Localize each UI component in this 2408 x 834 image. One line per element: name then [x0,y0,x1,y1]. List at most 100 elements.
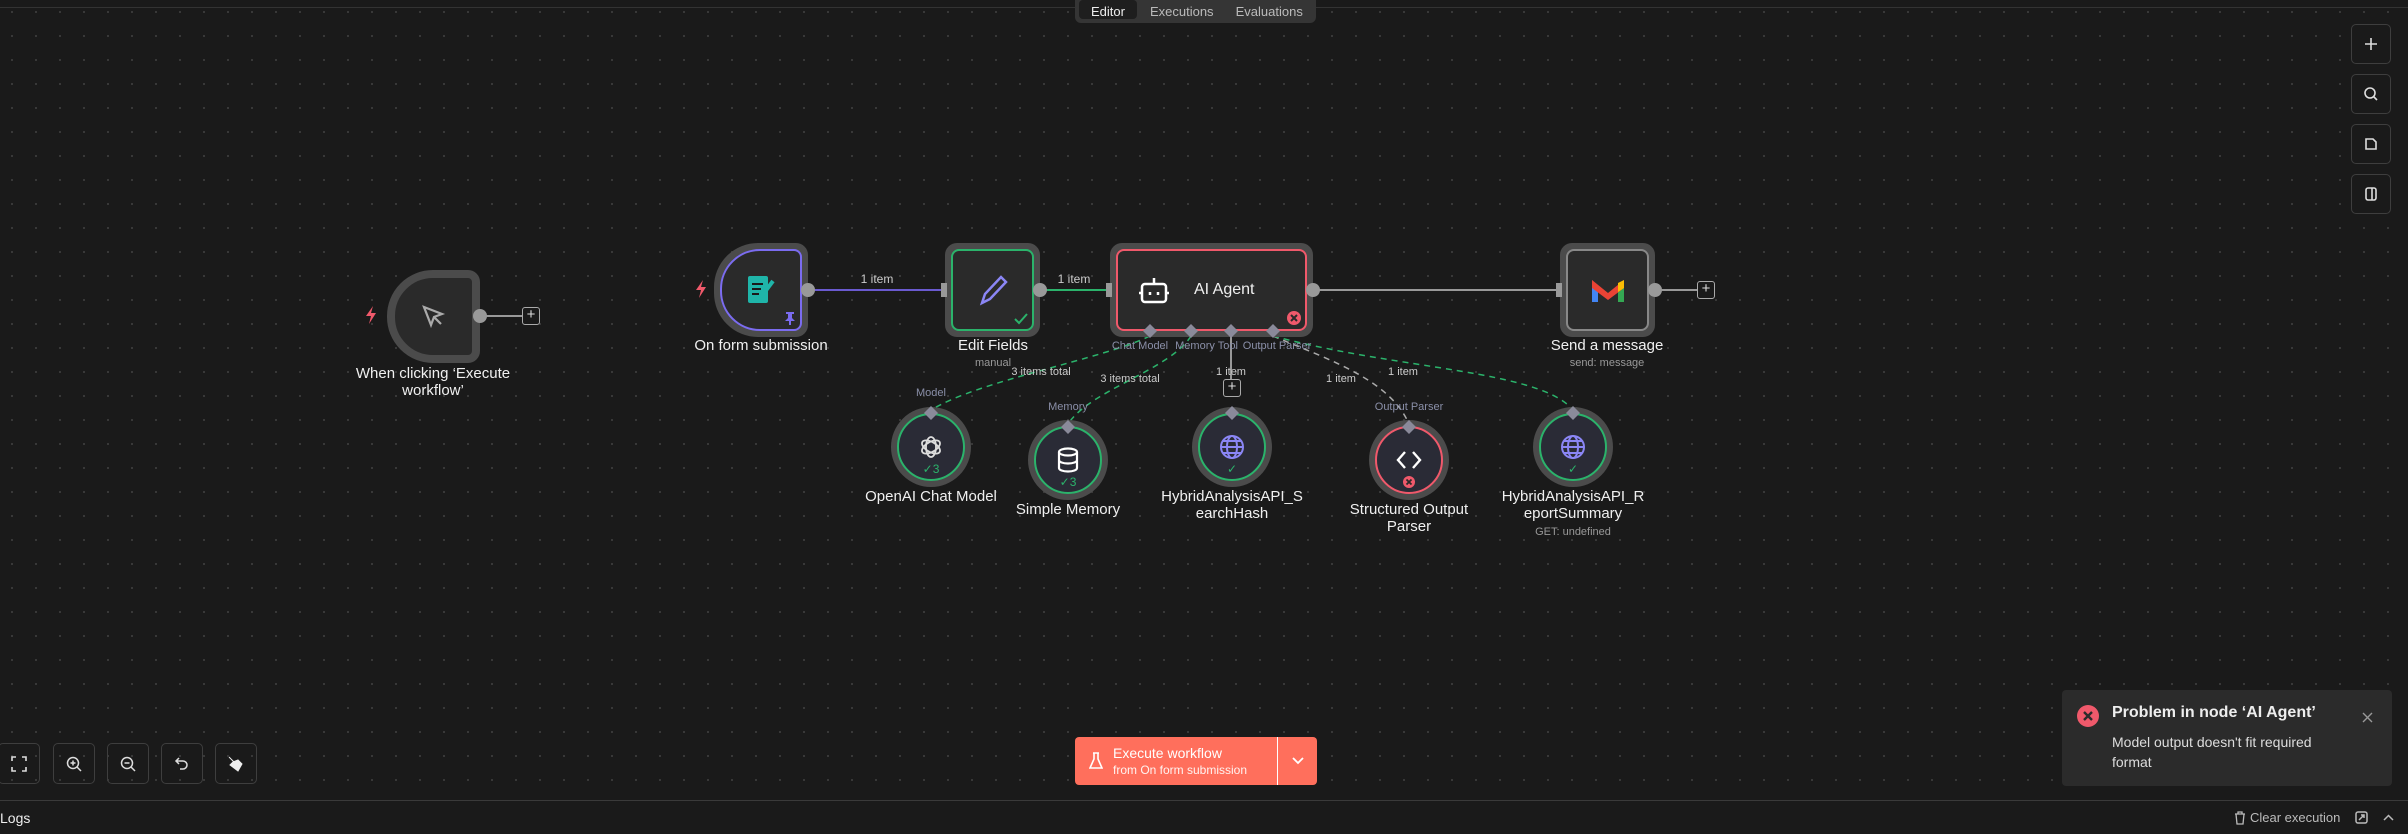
close-icon[interactable] [2362,712,2373,723]
node-label: Structured Output [1349,501,1469,518]
tidy-up-button[interactable] [215,743,257,784]
view-tabs: Editor Executions Evaluations [1075,0,1316,23]
execute-title: Execute workflow [1113,745,1222,761]
undo-icon [174,756,188,770]
lightning-icon [366,306,376,324]
node-label: earchHash [1195,505,1269,522]
fit-view-button[interactable] [0,743,40,784]
node-label: workflow’ [402,382,464,399]
edge-label: 3 items total [1100,373,1160,385]
toggle-panel-button[interactable] [2351,174,2391,214]
zoom-out-icon [120,756,136,772]
logs-label: Logs [0,810,31,826]
broom-icon [228,756,243,772]
edge-label: 1 item [860,272,894,286]
edge-memory [1067,335,1192,425]
connections [480,289,1697,425]
node-manual-trigger[interactable] [387,270,480,363]
node-label: When clicking ‘Execute [355,365,511,382]
node-openai-chat-model[interactable]: ✓3 [891,407,971,487]
fit-view-icon [11,755,27,772]
check-icon: ✓ [1226,462,1238,476]
node-subtitle: manual [974,357,1012,369]
handle-label: Memory [1048,401,1088,413]
node-label: Simple Memory [1015,501,1121,518]
toast-title: Problem in node ‘AI Agent’ [2112,704,2316,721]
node-simple-memory[interactable]: ✓3 [1028,420,1108,500]
tab-executions[interactable]: Executions [1149,3,1214,19]
workflow-canvas[interactable] [0,0,2408,800]
panel-icon [2365,187,2377,201]
zoom-out-button[interactable] [107,743,149,784]
port-label-tool: Tool [1217,340,1238,352]
execute-workflow-button[interactable]: Execute workflow from On form submission [1075,737,1317,785]
port-label-chat-model: Chat Model [1111,340,1169,352]
error-icon [1403,476,1415,488]
node-label: HybridAnalysisAPI_S [1161,488,1303,505]
trash-icon [2235,810,2245,825]
add-after-trigger-button[interactable]: + [522,307,540,325]
node-label: HybridAnalysisAPI_R [1501,488,1645,505]
flask-icon [1089,752,1103,769]
pencil-icon [979,275,1008,306]
tab-evaluations[interactable]: Evaluations [1235,3,1303,19]
edge-label: 1 item [1326,373,1356,385]
edge-label: 3 items total [1011,366,1071,378]
error-toast: Problem in node ‘AI Agent’ Model output … [2062,690,2392,786]
node-form-submission[interactable] [714,243,808,337]
execute-options-button[interactable] [1277,737,1317,785]
undo-button[interactable] [161,743,203,784]
error-icon [2077,705,2099,727]
pop-out-icon[interactable] [2355,811,2368,824]
edge-parser [1272,335,1410,425]
add-tool-button[interactable]: + [1223,379,1241,397]
search-button[interactable] [2351,74,2391,114]
error-icon [1287,311,1301,325]
port-label-memory: Memory [1175,340,1215,352]
add-after-gmail-button[interactable]: + [1697,281,1715,299]
run-count: ✓3 [1059,475,1077,489]
node-label: eportSummary [1523,505,1623,522]
cursor-icon [421,304,445,328]
add-node-button[interactable] [2351,24,2391,64]
node-title: AI Agent [1194,281,1255,298]
edge-label: 1 item [1388,366,1418,378]
edge-report [1272,335,1574,411]
pin-icon [785,312,795,325]
execute-subtitle: from On form submission [1113,763,1248,777]
edge-label: 1 item [1057,272,1091,286]
zoom-in-button[interactable] [53,743,95,784]
node-structured-output-parser[interactable] [1369,420,1449,500]
check-icon: ✓ [1567,462,1579,476]
node-hybrid-report-summary[interactable]: ✓ [1533,407,1613,487]
zoom-in-icon [66,756,82,772]
clear-execution-button[interactable]: Clear execution [2234,810,2340,825]
check-icon [1014,313,1028,325]
tab-editor[interactable]: Editor [1079,0,1137,19]
toast-message: Model output doesn't fit required format [2112,734,2312,770]
run-count: ✓3 [922,462,940,476]
edge-model [930,335,1151,411]
chevron-up-icon[interactable] [2383,814,2394,821]
edge-label: 1 item [1216,366,1246,378]
sticky-note-icon [2365,138,2377,150]
handle-label: Output Parser [1374,401,1444,413]
node-label: Edit Fields [957,337,1029,354]
node-send-message[interactable] [1560,243,1655,337]
plus-icon [2365,38,2377,50]
logs-bar[interactable]: Logs Clear execution [0,800,2408,834]
node-label: Parser [1386,518,1432,535]
node-ai-agent[interactable]: AI Agent [1110,243,1313,337]
gmail-icon [1591,280,1624,302]
node-subtitle: send: message [1569,357,1645,369]
search-icon [2364,87,2378,101]
node-edit-fields[interactable] [945,243,1040,337]
node-subtitle: GET: undefined [1535,526,1611,538]
port-label-output-parser: Output Parser [1242,340,1312,352]
lightning-icon [696,280,706,298]
node-hybrid-search-hash[interactable]: ✓ [1192,407,1272,487]
sticky-note-button[interactable] [2351,124,2391,164]
clear-execution-label: Clear execution [2250,810,2341,825]
handle-label: Model [916,387,946,399]
node-label: OpenAI Chat Model [865,488,997,505]
